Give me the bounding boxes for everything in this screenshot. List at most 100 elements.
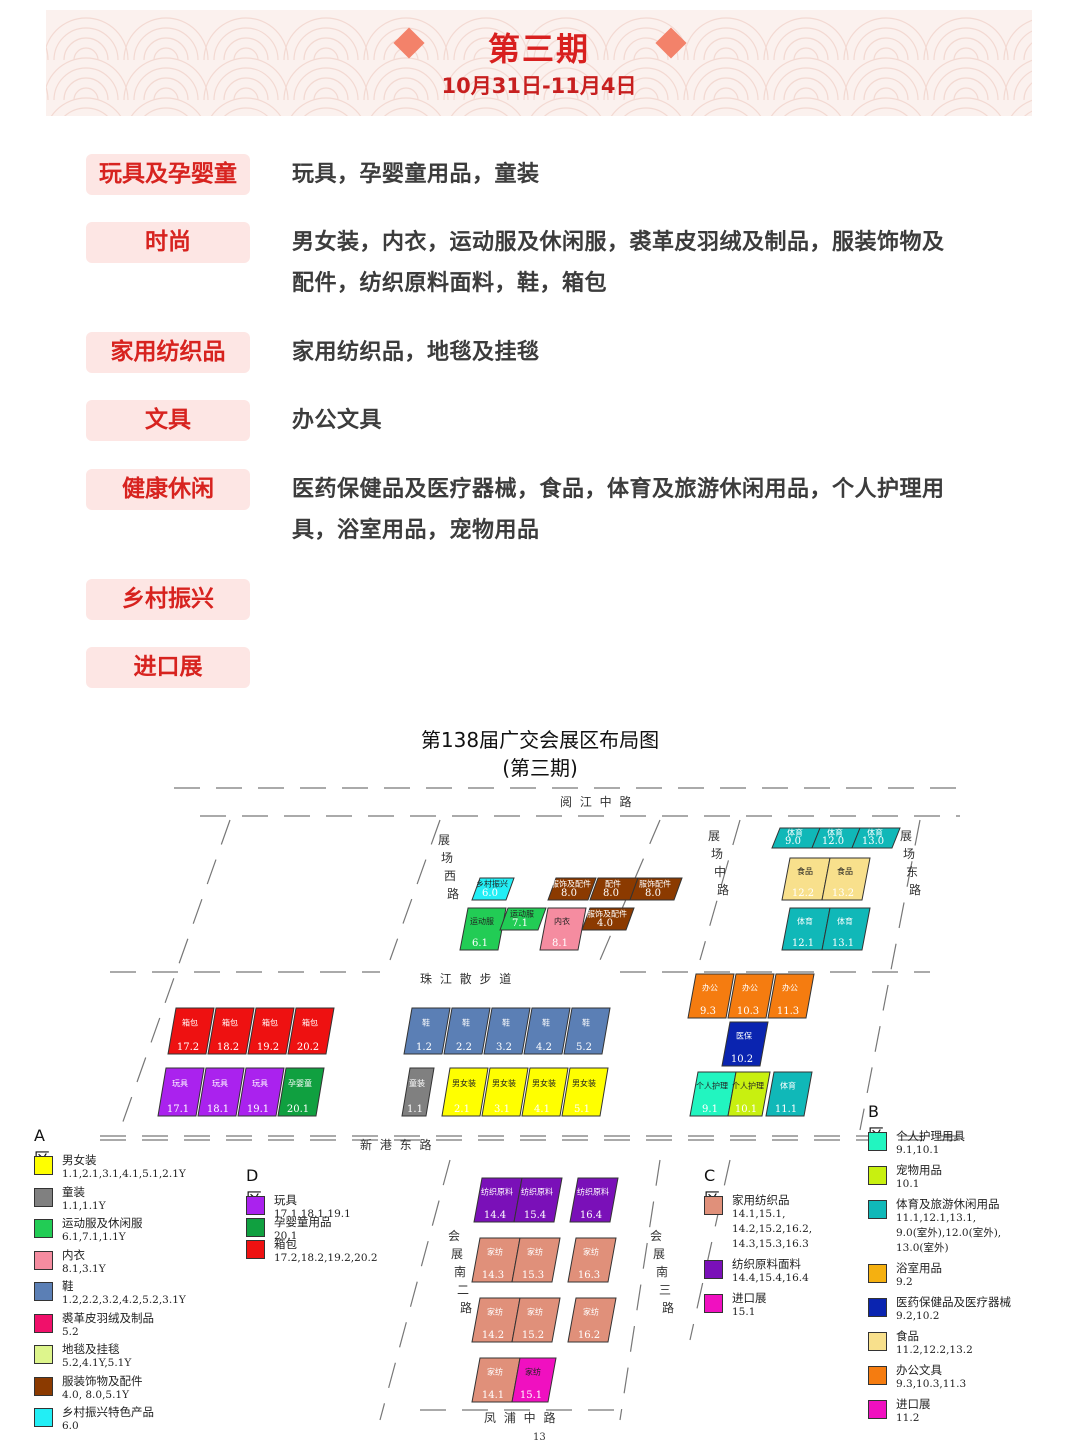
hall-block[interactable]: 体育9.0 [771,827,821,849]
legend-code: 17.1,18.1,19.1 [274,1208,351,1220]
legend-code: 11.2,12.2,13.2 [896,1344,973,1356]
hall-block[interactable]: 男女装 4.1 [521,1067,569,1117]
hall-code: 16.4 [580,1210,602,1221]
legend-swatch [34,1250,53,1270]
hall-block[interactable]: 鞋1.2 [403,1007,451,1055]
legend-swatch [704,1294,723,1313]
hall-code: 18.1 [207,1104,229,1115]
legend-code: 6.0 [62,1420,79,1432]
hall-code: 20.1 [287,1104,309,1115]
hall-shape [521,1067,569,1117]
hall-label: 医保 [736,1031,752,1041]
hall-block[interactable]: 纺织原料 16.4 [569,1177,619,1223]
hall-label: 体育 [827,828,843,838]
legend-code: 20.1 [274,1230,298,1242]
hall-block[interactable]: 童装1.1 [401,1067,435,1117]
hall-shape [567,1297,617,1343]
hall-code: 8.1 [552,938,568,949]
hall-label: 家纺 [583,1247,599,1257]
hall-block[interactable]: 运动服 6.1 [459,907,507,951]
legend-name: 内衣 [62,1247,85,1262]
hall-code: 8.0 [603,888,619,899]
hall-code: 4.1 [534,1104,550,1115]
category-desc: 家用纺织品，地毯及挂毯 [292,340,540,365]
hall-label: 男女装 [572,1078,596,1088]
hall-label: 纺织原料 [577,1187,609,1197]
road-top: 阅 江 中 路 [560,794,633,809]
hall-label: 纺织原料 [481,1187,513,1197]
hall-shape [727,973,775,1019]
hall-code: 3.1 [494,1104,510,1115]
legend-name: 孕婴童用品 [274,1215,332,1229]
hall-block[interactable]: 鞋4.2 [523,1007,571,1055]
hall-shape [401,1067,435,1117]
hall-label: 鞋 [542,1017,550,1027]
legend-swatch [868,1400,887,1419]
hall-label: 男女装 [532,1078,556,1088]
legend-name: 鞋 [62,1279,74,1293]
legend-swatch [704,1196,723,1215]
legend-code: 15.1 [732,1306,756,1318]
hall-shape [471,877,515,901]
legend-code: 10.1 [896,1178,920,1190]
page-number: 13 [533,1432,546,1440]
hall-block[interactable]: 内衣8.1 [539,907,587,951]
road-pearl: 珠 江 散 步 道 [420,971,513,986]
road-xingang: 新 港 东 路 [360,1137,433,1152]
legend-swatch [34,1408,53,1427]
hall-code: 10.3 [737,1006,759,1017]
legend-code: 6.1,7.1,1.1Y [62,1231,126,1243]
hall-code: 2.2 [456,1042,472,1053]
hall-label: 运动服 [470,916,494,926]
hall-label: 办公 [702,983,718,993]
vertical-road-label: 会展南三路 [650,1229,674,1315]
legend-swatch [246,1218,265,1237]
map-subtitle: (第三期) [502,756,578,780]
hall-code: 6.1 [472,938,488,949]
hall-shape [483,1007,531,1055]
hall-code: 11.3 [777,1006,799,1017]
hall-shape [511,1297,561,1343]
hall-block[interactable]: 鞋3.2 [483,1007,531,1055]
hall-label: 个人护理 [732,1081,764,1091]
hall-shape [287,1007,335,1055]
legend-name: 男女装 [62,1153,97,1167]
hall-block[interactable]: 鞋2.2 [443,1007,491,1055]
hall-code: 1.2 [416,1042,432,1053]
hall-block[interactable]: 鞋5.2 [563,1007,611,1055]
hall-label: 玩具 [172,1079,188,1088]
hall-block[interactable]: 办公9.3 [687,973,735,1019]
